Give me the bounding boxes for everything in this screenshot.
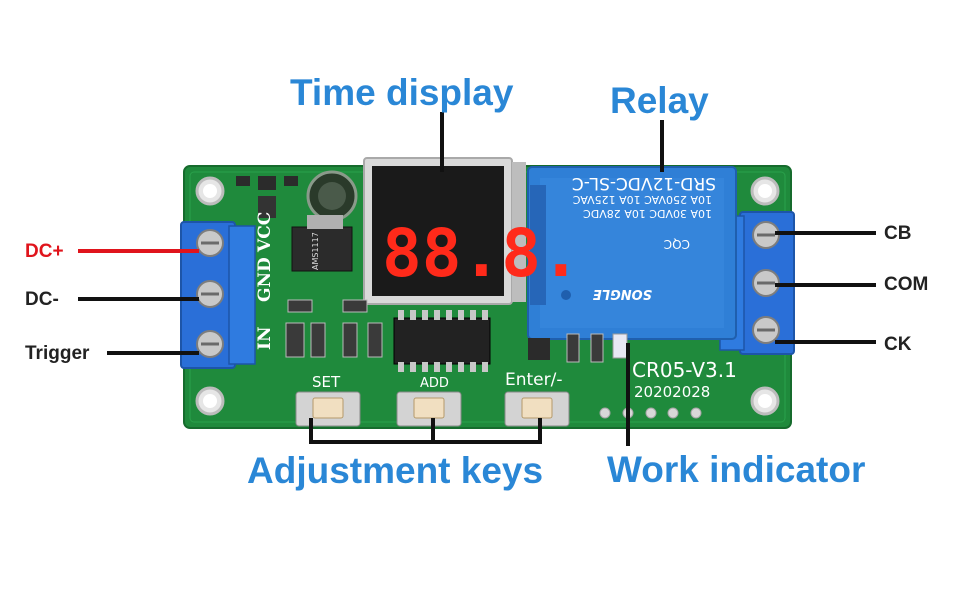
pin-label-com: COM <box>884 274 929 295</box>
pin-label-dc-minus: DC- <box>25 289 59 310</box>
work-indicator-callout: Work indicator <box>607 449 866 490</box>
relay-cqc-label: CQC <box>664 237 690 251</box>
board-vcc-label: VCC <box>255 212 275 253</box>
seven-segment-display <box>363 157 526 305</box>
pin-label-cb: CB <box>884 223 912 244</box>
pin-label-trigger: Trigger <box>25 343 90 364</box>
board-gnd-label: GND <box>255 257 275 302</box>
relay-rating-2: 10A 30VDC 10A 28VDC <box>583 207 712 220</box>
relay-component <box>527 166 737 340</box>
smd-components <box>236 176 604 363</box>
add-key-label: ADD <box>420 376 449 391</box>
header-pads <box>599 407 702 419</box>
relay-model-label: SRD-12VDC-SL-C <box>572 173 716 193</box>
pin-wires <box>78 231 876 355</box>
callout-lines <box>309 112 664 446</box>
capacitor <box>306 170 358 222</box>
board-model-label: CR05-V3.1 <box>632 358 737 382</box>
work-indicator-led <box>612 333 628 359</box>
input-terminal-block <box>180 221 256 369</box>
push-buttons <box>295 391 570 427</box>
pin-label-ck: CK <box>884 334 912 355</box>
board-date-label: 20202028 <box>634 383 710 401</box>
adjustment-keys-callout: Adjustment keys <box>247 450 544 491</box>
microcontroller-chip <box>393 310 491 372</box>
relay-rating-1: 10A 250VAC 10A 125VAC <box>572 193 712 206</box>
mounting-holes <box>195 176 780 416</box>
relay-brand-label: SONGLE <box>593 286 652 301</box>
relay-callout: Relay <box>610 80 709 121</box>
display-digits: 88.8. <box>382 215 581 292</box>
set-key-label: SET <box>312 373 341 391</box>
pin-label-dc-plus: DC+ <box>25 241 64 262</box>
board-regulator-label: AMS1117 <box>311 232 320 270</box>
board-in-label: IN <box>255 327 275 351</box>
voltage-regulator <box>291 226 353 272</box>
enter-key-label: Enter/- <box>505 370 563 390</box>
time-display-callout: Time display <box>290 72 514 113</box>
